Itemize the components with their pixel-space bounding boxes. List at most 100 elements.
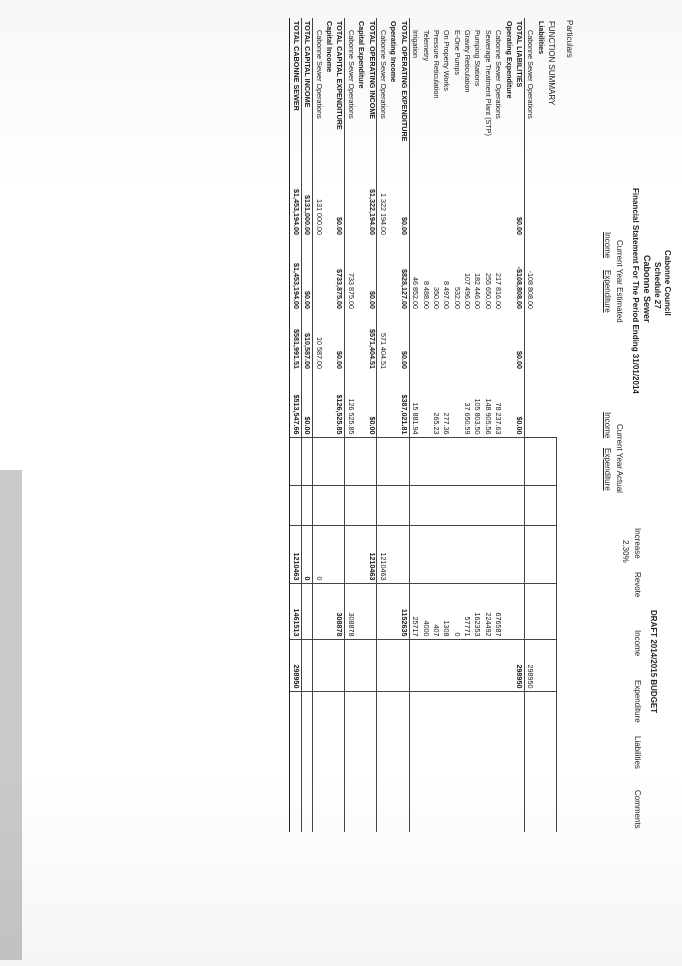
actual-income-header: Income bbox=[603, 412, 612, 439]
row-label: Operating Expenditure bbox=[504, 21, 514, 99]
cell-d-inc bbox=[355, 525, 366, 584]
cell-est-inc: $0.00 bbox=[333, 186, 345, 238]
cell-est-exp: 182 446.00 bbox=[473, 272, 483, 309]
cell-comments bbox=[440, 691, 452, 832]
cell-d-liab bbox=[535, 639, 546, 692]
cell-est-exp: 8 488.00 bbox=[421, 280, 431, 309]
section-row: Capital Expenditure bbox=[355, 18, 366, 832]
cell-comments bbox=[376, 691, 388, 832]
cell-est-exp: 532.00 bbox=[452, 286, 462, 309]
fund-title: Cabonne Sewer bbox=[642, 255, 652, 323]
cell-inc bbox=[545, 437, 557, 486]
cell-act-exp: $0.00 bbox=[513, 371, 525, 438]
cell-inc bbox=[344, 437, 356, 486]
cell-d-liab bbox=[419, 639, 431, 692]
cell-inc bbox=[323, 437, 334, 486]
revote-header: Revote bbox=[633, 572, 642, 598]
cell-d-inc: 1210463 bbox=[365, 525, 377, 584]
cell-rev bbox=[398, 485, 410, 526]
cell-act-inc: $10,587.00 bbox=[301, 311, 313, 372]
cell-rev bbox=[545, 485, 557, 526]
cell-d-liab bbox=[387, 639, 399, 692]
cell-d-exp: 308878 bbox=[333, 583, 345, 640]
cell-inc bbox=[409, 437, 420, 486]
cell-inc bbox=[333, 437, 345, 486]
cell-rev bbox=[376, 485, 388, 526]
cell-d-exp: 1461513 bbox=[289, 583, 302, 640]
cell-rev bbox=[344, 485, 356, 526]
section-row: Liabilities bbox=[535, 18, 546, 832]
draft-income-header: Income bbox=[633, 630, 642, 657]
row-label: Gravity Reticulation bbox=[463, 30, 472, 93]
cell-comments bbox=[535, 691, 546, 832]
cell-rev bbox=[513, 485, 525, 526]
cell-d-inc bbox=[440, 525, 452, 584]
cell-d-exp: 308878 bbox=[344, 583, 356, 640]
cell-est-exp bbox=[535, 238, 545, 312]
cell-rev bbox=[333, 485, 345, 526]
schedule-number: Schedule 27 bbox=[653, 262, 662, 309]
row-label: Cabonne Sewer Operations bbox=[346, 30, 356, 119]
cell-rev bbox=[355, 485, 366, 526]
total-row: TOTAL OPERATING INCOME$1,322,194.00$0.00… bbox=[365, 18, 377, 832]
cell-act-inc: $0.00 bbox=[513, 311, 525, 372]
cell-d-inc bbox=[323, 525, 334, 584]
cell-act-inc bbox=[546, 312, 557, 372]
cell-est-inc bbox=[546, 186, 557, 238]
cell-d-inc bbox=[492, 525, 504, 584]
estimated-expenditure-header: Expenditure bbox=[603, 270, 612, 313]
cell-d-liab bbox=[333, 639, 345, 692]
cell-rev bbox=[440, 485, 452, 526]
cell-comments bbox=[301, 691, 313, 832]
cell-act-exp: $0.00 bbox=[365, 371, 377, 438]
row-label: FUNCTION SUMMARY bbox=[547, 21, 557, 106]
cell-comments bbox=[461, 691, 472, 832]
cell-d-exp bbox=[513, 583, 525, 640]
cell-act-inc bbox=[323, 312, 333, 372]
cell-rev bbox=[492, 485, 504, 526]
cell-act-inc bbox=[482, 312, 492, 372]
table-row: Sewerage Treatment Plant (STP)255 650.00… bbox=[482, 18, 493, 832]
cell-comments bbox=[451, 691, 462, 832]
cell-est-exp: -$108,808.00 bbox=[513, 237, 525, 312]
cell-est-inc bbox=[430, 186, 440, 238]
cell-d-inc bbox=[333, 525, 345, 584]
row-label: Capital Income bbox=[325, 21, 334, 73]
cell-d-exp bbox=[503, 583, 514, 640]
cell-d-liab bbox=[301, 639, 313, 692]
cell-est-inc bbox=[323, 186, 333, 238]
cell-rev bbox=[535, 485, 546, 526]
cell-comments bbox=[312, 691, 324, 832]
cell-inc bbox=[312, 437, 324, 486]
cell-act-exp bbox=[356, 372, 366, 438]
row-label: TOTAL CAPITAL INCOME bbox=[301, 18, 313, 186]
cell-act-exp: $387,021.81 bbox=[398, 371, 410, 438]
cell-rev bbox=[524, 485, 536, 526]
total-row: TOTAL CAPITAL EXPENDITURE$0.00$733,875.0… bbox=[333, 18, 345, 832]
cell-est-inc bbox=[409, 186, 420, 238]
cell-act-exp: 277.36 bbox=[442, 412, 452, 435]
cell-d-inc bbox=[430, 525, 441, 584]
cell-act-exp bbox=[535, 372, 545, 438]
cell-d-liab bbox=[545, 639, 557, 692]
row-label: Sewerage Treatment Plant (STP) bbox=[483, 30, 493, 136]
cell-act-inc bbox=[524, 312, 535, 372]
cell-rev bbox=[419, 485, 431, 526]
cell-d-inc bbox=[471, 525, 483, 584]
cell-est-inc: $0.00 bbox=[398, 186, 410, 238]
cell-d-exp bbox=[524, 583, 536, 640]
cell-rev bbox=[461, 485, 472, 526]
cell-act-inc bbox=[441, 312, 451, 372]
cell-act-exp: $513,547.66 bbox=[289, 371, 302, 438]
increase-value: 2.30% bbox=[621, 540, 630, 563]
cell-act-inc bbox=[420, 312, 430, 372]
cell-est-exp bbox=[388, 238, 398, 312]
row-label: TOTAL CAPITAL EXPENDITURE bbox=[333, 18, 345, 186]
cell-comments bbox=[503, 691, 514, 832]
section-row: Capital Income bbox=[323, 18, 334, 832]
cell-inc bbox=[482, 437, 493, 486]
cell-d-liab bbox=[344, 639, 356, 692]
